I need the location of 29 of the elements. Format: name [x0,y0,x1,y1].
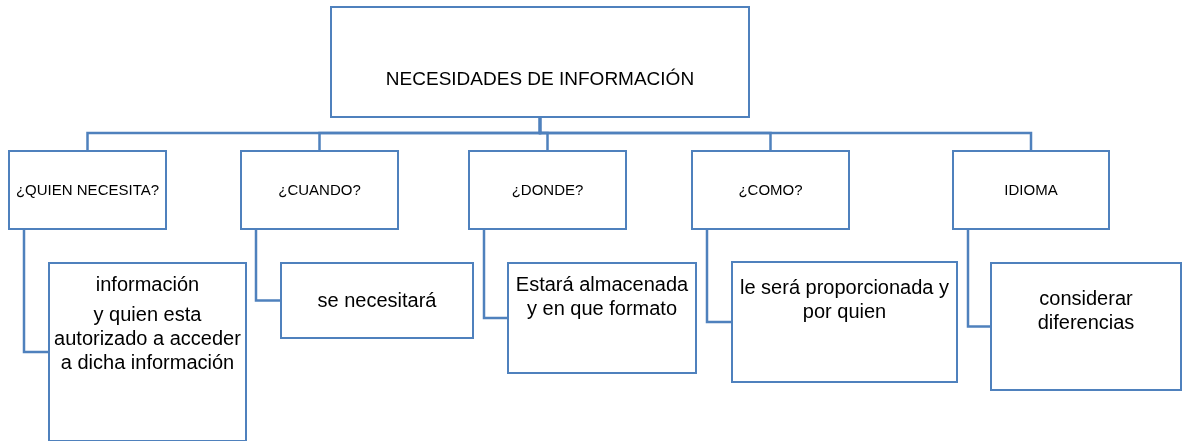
box-label: y quien esta autorizado a acceder a dicha información [54,302,241,374]
box-label: ¿DONDE? [511,181,584,199]
process-box [507,262,697,374]
process-box [731,261,958,383]
connector-line [22,230,48,354]
box-label: considerar diferencias [1036,286,1136,334]
box-label: IDIOMA [1004,181,1058,199]
process-box [48,262,247,441]
box-label: información [95,272,200,296]
box-label: le será proporcionada y por quien [739,275,950,323]
process-box [990,262,1182,391]
box-label: Estará almacenada y en que formato [514,272,690,320]
box-label: ¿QUIEN NECESITA? [15,181,160,199]
process-box [240,150,399,230]
process-box [8,150,167,230]
connector-line [705,230,731,324]
connector-line [254,230,280,302]
process-box [330,6,750,118]
box-label: se necesitará [317,288,437,312]
connector-line [538,118,1033,150]
box-label: ¿CUANDO? [278,181,361,199]
process-box [952,150,1110,230]
process-box [468,150,627,230]
process-box [280,262,474,339]
box-label: ¿COMO? [738,181,803,199]
connector-line [482,230,507,320]
process-box [691,150,850,230]
box-label: NECESIDADES DE INFORMACIÓN [385,67,695,91]
connector-line [966,230,990,328]
